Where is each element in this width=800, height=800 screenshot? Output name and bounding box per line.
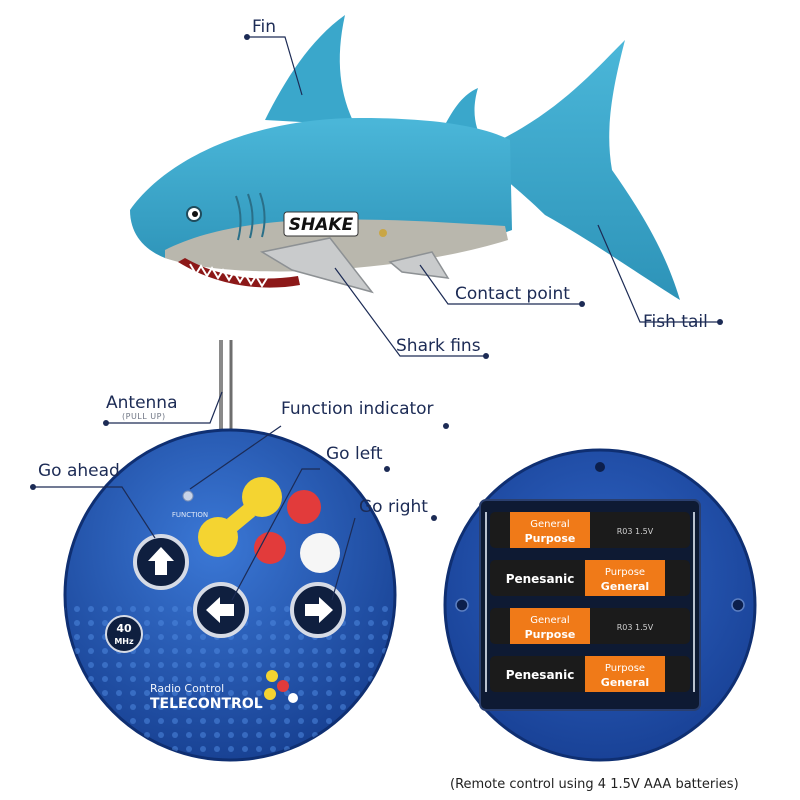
brand-line-2: TELECONTROL	[150, 696, 263, 712]
svg-text:General: General	[530, 519, 569, 530]
contact-point-screw	[379, 229, 387, 237]
svg-text:Purpose: Purpose	[605, 663, 645, 674]
callout-go-left: Go left	[326, 444, 383, 464]
callout-function-indicator: Function indicator	[281, 399, 434, 419]
shark-tail	[500, 40, 680, 300]
go-ahead-button[interactable]	[133, 534, 189, 590]
remote-control: FUNCTION 40 MHz Radio C	[63, 428, 397, 762]
callout-shark-fins: Shark fins	[396, 336, 481, 356]
shark-mouth	[178, 258, 300, 288]
shark-fin-right	[388, 251, 450, 279]
svg-text:General: General	[530, 615, 569, 626]
callout-go-ahead: Go ahead	[38, 461, 120, 481]
screw-top	[595, 462, 605, 472]
svg-text:Penesanic: Penesanic	[506, 572, 575, 586]
svg-text:R03 1.5V: R03 1.5V	[617, 527, 654, 536]
frequency-badge: 40 MHz	[105, 615, 143, 653]
battery-4: Penesanic Purpose General	[490, 656, 690, 692]
remote-decoration	[198, 477, 340, 573]
callout-antenna: Antenna	[106, 393, 178, 413]
screw-left	[455, 598, 469, 612]
svg-text:R03 1.5V: R03 1.5V	[617, 623, 654, 632]
svg-text:General: General	[601, 676, 649, 689]
svg-text:Purpose: Purpose	[525, 532, 576, 545]
battery-caption: (Remote control using 4 1.5V AAA batteri…	[450, 777, 739, 792]
battery-springs	[485, 512, 695, 692]
shark-toy: SHAKE	[130, 15, 680, 300]
frequency-value: 40	[116, 622, 132, 635]
svg-text:General: General	[601, 580, 649, 593]
battery-compartment: General Purpose R03 1.5V Penesanic Purpo…	[443, 448, 757, 762]
function-indicator-led	[182, 490, 194, 502]
callout-fish-tail: Fish tail	[643, 312, 708, 332]
frequency-unit: MHz	[114, 637, 134, 646]
svg-text:Purpose: Purpose	[605, 567, 645, 578]
callout-antenna-sub: (PULL UP)	[122, 412, 166, 421]
callout-contact-point: Contact point	[455, 284, 570, 304]
shark-body-label: SHAKE	[289, 215, 354, 235]
leader-lines	[33, 36, 720, 601]
brand-logo-icon	[264, 670, 298, 703]
shark-dorsal-fin	[265, 15, 355, 125]
go-left-button[interactable]	[193, 582, 249, 638]
leader-dots	[30, 34, 723, 521]
screw-right	[731, 598, 745, 612]
function-label: FUNCTION	[172, 511, 208, 519]
arrow-left-icon	[206, 597, 234, 623]
brand-line-1: Radio Control	[150, 682, 224, 695]
shark-gills	[235, 192, 266, 241]
svg-text:Purpose: Purpose	[525, 628, 576, 641]
shark-teeth	[189, 263, 268, 288]
arrow-up-icon	[148, 547, 174, 575]
callout-go-right: Go right	[359, 497, 428, 517]
go-right-button[interactable]	[290, 582, 346, 638]
arrow-right-icon	[305, 597, 333, 623]
battery-1: General Purpose R03 1.5V	[490, 512, 690, 548]
battery-2: Penesanic Purpose General	[490, 560, 690, 596]
shark-fin-left	[259, 237, 374, 294]
battery-3: General Purpose R03 1.5V	[490, 608, 690, 644]
svg-text:Penesanic: Penesanic	[506, 668, 575, 682]
callout-fin: Fin	[252, 17, 277, 37]
